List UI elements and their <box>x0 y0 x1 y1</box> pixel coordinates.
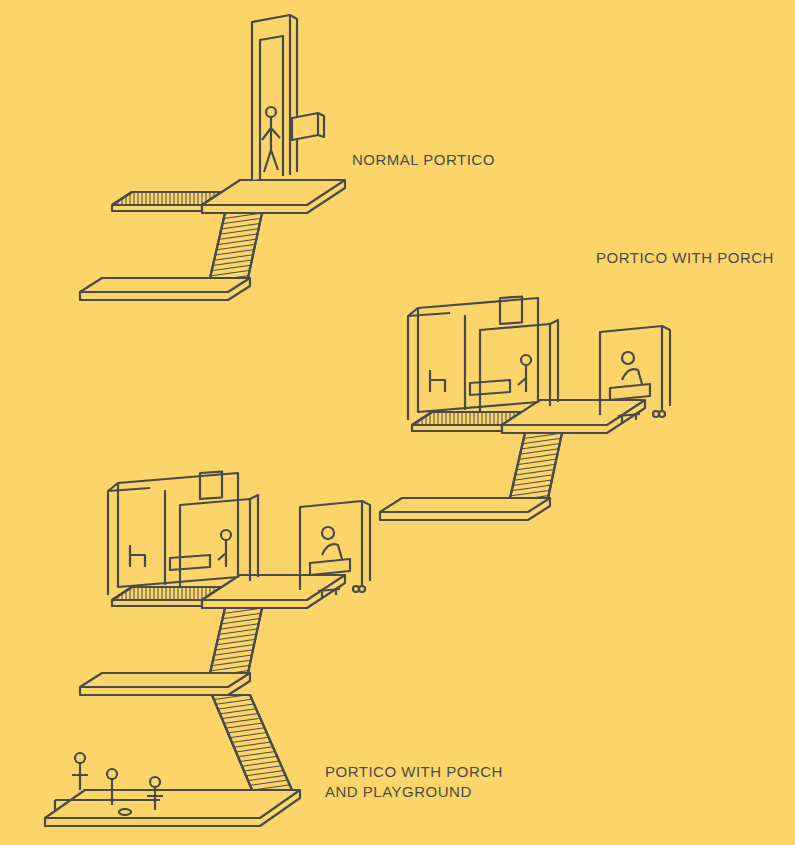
sketch-caption: NORMAL PORTICO <box>352 150 552 170</box>
sketch-caption: PORTICO WITH PORCH <box>596 248 786 268</box>
sketch-caption: PORTICO WITH PORCH AND PLAYGROUND <box>325 762 503 802</box>
